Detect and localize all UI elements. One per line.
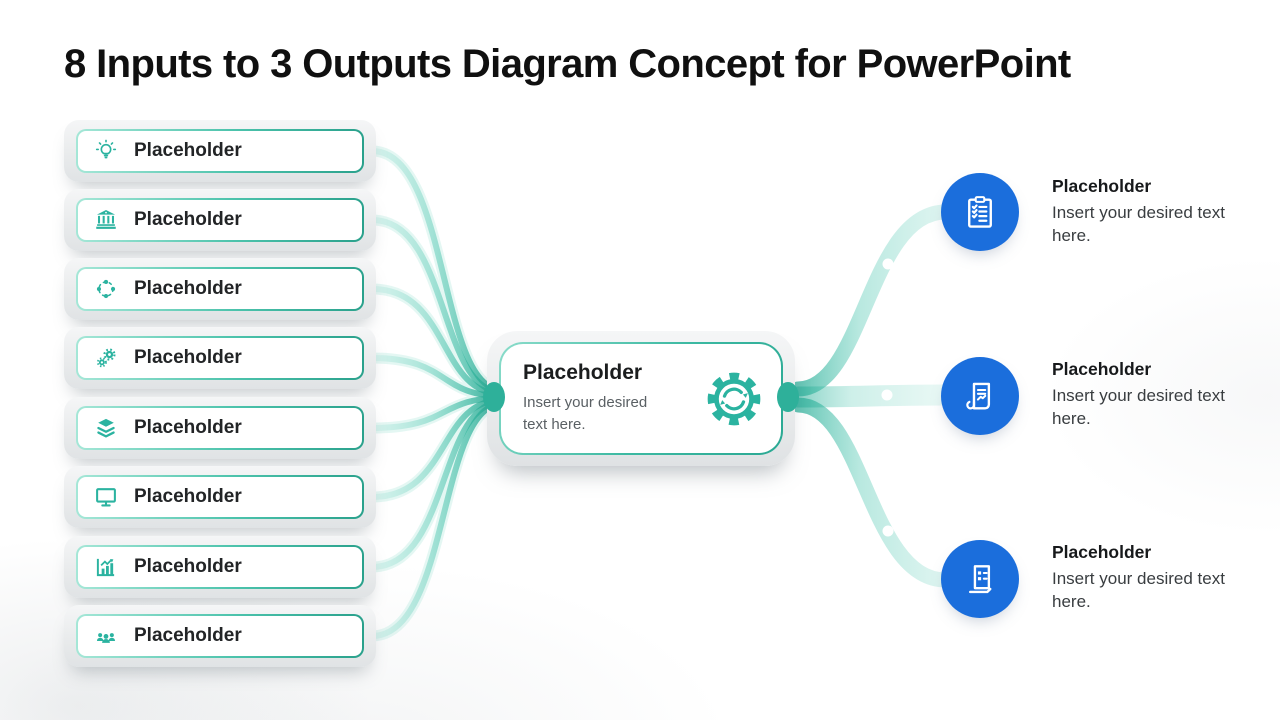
input-connector-2: [369, 217, 505, 395]
input-box-1: Placeholder: [76, 129, 364, 173]
input-card-2: Placeholder: [64, 189, 376, 251]
input-label: Placeholder: [134, 278, 242, 299]
input-label: Placeholder: [134, 209, 242, 230]
input-connector-8: [369, 401, 505, 639]
input-label: Placeholder: [134, 486, 242, 507]
output-title: Placeholder: [1052, 542, 1152, 562]
gear-sync-icon: [703, 368, 765, 430]
clipboard-checklist-icon: [961, 193, 999, 231]
input-connector-3: [369, 286, 505, 397]
input-box-2: Placeholder: [76, 198, 364, 242]
output-body: Insert your desired text here.: [1052, 569, 1225, 611]
input-connector-4: [369, 355, 505, 399]
output-text-3: Placeholder Insert your desired text her…: [1052, 542, 1232, 614]
growth-chart-icon: [93, 554, 119, 580]
center-title: Placeholder: [523, 361, 643, 384]
output-title: Placeholder: [1052, 359, 1152, 379]
input-connector-6: [369, 397, 505, 500]
center-box: Placeholder Insert your desired text her…: [499, 342, 783, 455]
output-connectors: [787, 204, 957, 588]
center-card: Placeholder Insert your desired text her…: [487, 331, 795, 466]
output-text-1: Placeholder Insert your desired text her…: [1052, 176, 1232, 248]
input-connector-1: [369, 148, 505, 393]
input-label: Placeholder: [134, 625, 242, 646]
gears-icon: [93, 345, 119, 371]
output-connector-2: [787, 384, 957, 408]
center-body: Insert your desired text here.: [523, 394, 648, 433]
input-connector-5: [369, 395, 505, 431]
input-connectors: [369, 148, 505, 639]
input-connector-glow: [366, 145, 508, 642]
input-label: Placeholder: [134, 140, 242, 161]
input-card-4: Placeholder: [64, 327, 376, 389]
input-box-6: Placeholder: [76, 475, 364, 519]
output-connector-3: [790, 397, 954, 588]
input-card-1: Placeholder: [64, 120, 376, 182]
monitor-icon: [93, 484, 119, 510]
connector-dot: [882, 525, 894, 537]
form-document-icon: [961, 560, 999, 598]
input-label: Placeholder: [134, 417, 242, 438]
layers-icon: [93, 415, 119, 441]
input-card-7: Placeholder: [64, 536, 376, 598]
connector-dot: [882, 258, 894, 270]
lightbulb-icon: [93, 138, 119, 164]
connector-dots: [881, 258, 894, 537]
output-circle-3: [941, 540, 1019, 618]
input-box-4: Placeholder: [76, 336, 364, 380]
output-connector-1: [790, 204, 954, 397]
target-dots-icon: [93, 276, 119, 302]
output-body: Insert your desired text here.: [1052, 203, 1225, 245]
input-label: Placeholder: [134, 556, 242, 577]
input-box-8: Placeholder: [76, 614, 364, 658]
input-card-6: Placeholder: [64, 466, 376, 528]
slide-title: 8 Inputs to 3 Outputs Diagram Concept fo…: [64, 42, 1071, 86]
input-box-3: Placeholder: [76, 267, 364, 311]
output-circle-1: [941, 173, 1019, 251]
input-label: Placeholder: [134, 347, 242, 368]
output-body: Insert your desired text here.: [1052, 386, 1225, 428]
connector-dot: [881, 389, 893, 401]
team-icon: [93, 623, 119, 649]
bank-icon: [93, 207, 119, 233]
input-box-7: Placeholder: [76, 545, 364, 589]
input-card-3: Placeholder: [64, 258, 376, 320]
input-card-5: Placeholder: [64, 397, 376, 459]
input-box-5: Placeholder: [76, 406, 364, 450]
input-card-8: Placeholder: [64, 605, 376, 667]
input-connector-7: [369, 399, 505, 570]
report-scroll-icon: [961, 377, 999, 415]
output-title: Placeholder: [1052, 176, 1152, 196]
output-text-2: Placeholder Insert your desired text her…: [1052, 359, 1232, 431]
output-circle-2: [941, 357, 1019, 435]
